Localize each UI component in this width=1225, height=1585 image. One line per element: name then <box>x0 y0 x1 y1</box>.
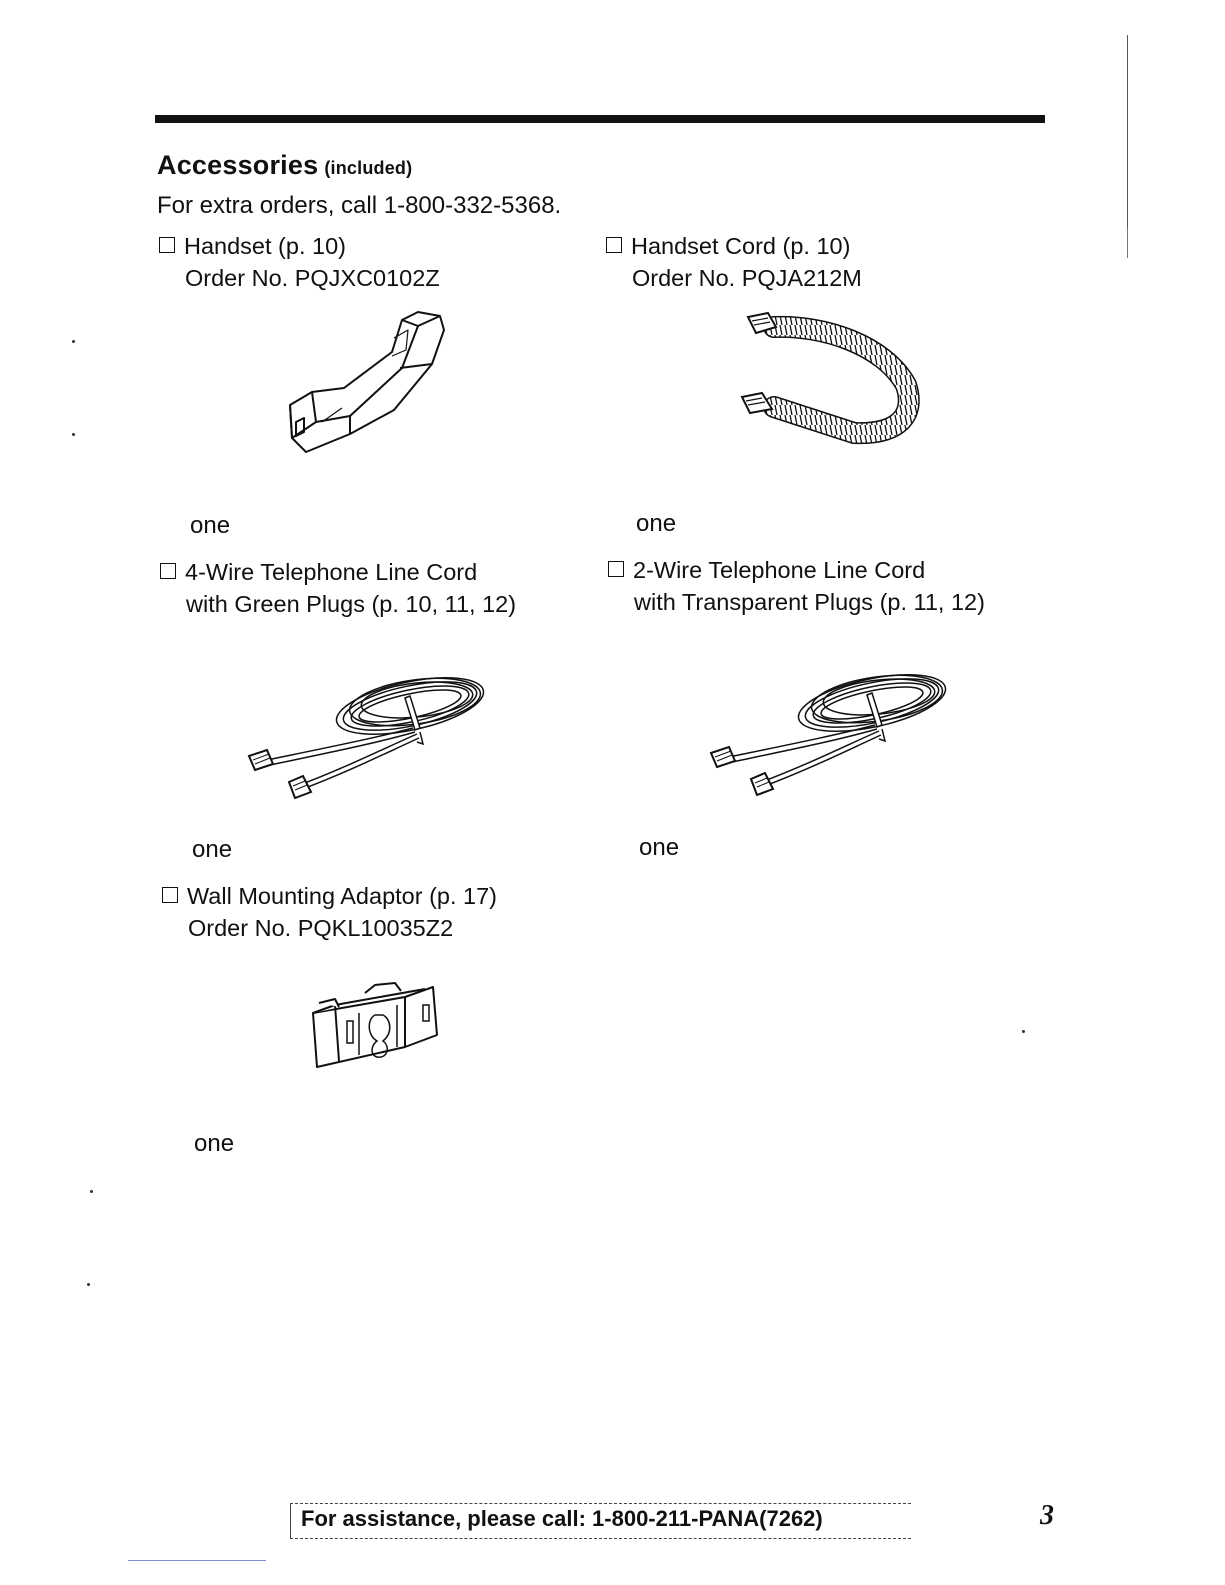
top-rule <box>155 115 1045 123</box>
item-order: with Green Plugs (p. 10, 11, 12) <box>186 591 517 617</box>
item-order: Order No. PQKL10035Z2 <box>188 915 454 941</box>
item-name: Handset Cord (p. 10) <box>631 233 851 259</box>
item-order: Order No. PQJA212M <box>632 265 862 291</box>
item-wall-adaptor: Wall Mounting Adaptor (p. 17) Order No. … <box>162 880 497 944</box>
bottom-edge-mark <box>128 1560 266 1561</box>
item-name: 2-Wire Telephone Line Cord <box>633 557 926 583</box>
item-handset: Handset (p. 10) Order No. PQJXC0102Z <box>159 230 440 294</box>
title-suffix: (included) <box>324 158 413 178</box>
line-cord-illustration <box>707 665 957 805</box>
assistance-text: For assistance, please call: 1-800-211-P… <box>301 1506 823 1531</box>
margin-tick <box>1127 228 1128 258</box>
scan-speck <box>72 340 75 343</box>
coiled-cord-illustration <box>734 305 924 445</box>
scan-speck <box>1022 1030 1025 1033</box>
checkbox-icon <box>606 237 622 253</box>
item-4-wire-cord: 4-Wire Telephone Line Cord with Green Pl… <box>160 556 516 620</box>
item-qty: one <box>192 836 233 863</box>
scan-speck <box>90 1190 93 1193</box>
page-number: 3 <box>1040 1500 1054 1531</box>
item-name: Handset (p. 10) <box>184 233 346 259</box>
item-qty: one <box>194 1130 235 1157</box>
item-handset-cord: Handset Cord (p. 10) Order No. PQJA212M <box>606 230 862 294</box>
scan-speck <box>72 433 75 436</box>
handset-illustration <box>282 310 452 460</box>
checkbox-icon <box>162 887 178 903</box>
item-qty: one <box>639 834 680 861</box>
title-text: Accessories <box>157 150 319 180</box>
item-qty: one <box>636 510 677 537</box>
item-2-wire-cord: 2-Wire Telephone Line Cord with Transpar… <box>608 554 985 618</box>
item-qty: one <box>190 512 231 539</box>
item-name: Wall Mounting Adaptor (p. 17) <box>187 883 498 909</box>
item-name: 4-Wire Telephone Line Cord <box>185 559 478 585</box>
assistance-banner: For assistance, please call: 1-800-211-P… <box>290 1503 911 1539</box>
margin-line <box>1127 35 1128 235</box>
line-cord-illustration <box>245 668 495 808</box>
section-title: Accessories(included) <box>157 150 412 181</box>
order-note: For extra orders, call 1-800-332-5368. <box>157 192 562 219</box>
item-order: Order No. PQJXC0102Z <box>185 265 440 291</box>
checkbox-icon <box>608 561 624 577</box>
checkbox-icon <box>159 237 175 253</box>
item-order: with Transparent Plugs (p. 11, 12) <box>634 589 985 615</box>
scan-speck <box>87 1283 90 1286</box>
wall-adaptor-illustration <box>305 975 445 1075</box>
checkbox-icon <box>160 563 176 579</box>
